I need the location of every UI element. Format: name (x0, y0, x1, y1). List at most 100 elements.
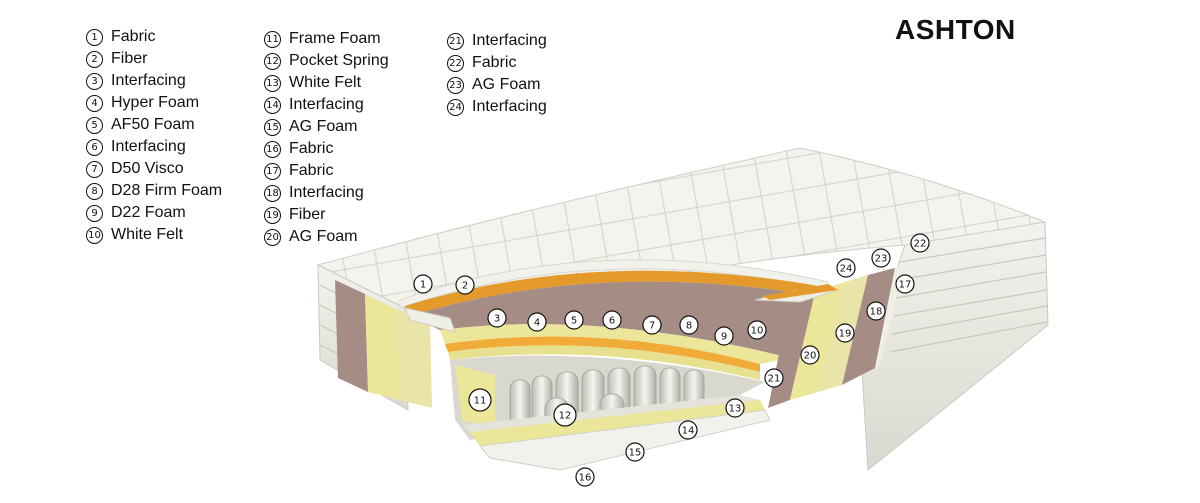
legend-label: AG Foam (289, 118, 358, 135)
callout-circle (602, 310, 622, 330)
legend-number: 2 (86, 50, 103, 68)
legend-label: D50 Visco (111, 160, 184, 177)
callout-number: 7 (649, 321, 655, 332)
callout-circle (835, 323, 855, 343)
legend-number: 10 (86, 226, 103, 244)
legend-label: Fabric (289, 162, 334, 179)
callout-circle (468, 388, 492, 412)
legend-label: Interfacing (111, 72, 186, 89)
legend-number: 12 (264, 52, 281, 70)
legend-number: 13 (264, 74, 281, 92)
legend-item: 21 Interfacing (447, 30, 547, 52)
legend-label: Interfacing (472, 32, 547, 49)
callout-number: 14 (682, 426, 695, 437)
callout-circle (895, 274, 915, 294)
legend-label: Fiber (111, 50, 148, 67)
callout-circle (625, 442, 645, 462)
legend-item: 15 AG Foam (264, 116, 389, 138)
legend-number: 23 (447, 76, 464, 94)
legend-item: 8 D28 Firm Foam (86, 180, 222, 202)
layer-firm-foam (448, 345, 760, 380)
legend-label: Interfacing (111, 138, 186, 155)
callout-circle (678, 420, 698, 440)
callout-number: 13 (729, 404, 742, 415)
callout-circle (553, 403, 577, 427)
callout-number: 9 (721, 332, 727, 343)
legend-item: 18 Interfacing (264, 182, 389, 204)
callout-number: 4 (534, 318, 540, 329)
legend-number: 17 (264, 162, 281, 180)
legend-label: Fabric (289, 140, 334, 157)
callout-circle (725, 398, 745, 418)
legend-number: 14 (264, 96, 281, 114)
legend-label: Fabric (472, 54, 517, 71)
legend-number: 18 (264, 184, 281, 202)
legend-item: 10 White Felt (86, 224, 222, 246)
legend-label: Pocket Spring (289, 52, 389, 69)
legend-number: 16 (264, 140, 281, 158)
legend-number: 9 (86, 204, 103, 222)
callout-number: 16 (579, 473, 592, 484)
legend-number: 20 (264, 228, 281, 246)
legend-number: 8 (86, 182, 103, 200)
callout-number: 8 (686, 321, 692, 332)
legend-item: 3 Interfacing (86, 70, 222, 92)
legend-item: 17 Fabric (264, 160, 389, 182)
callout-circle (413, 274, 433, 294)
callout-circle (575, 467, 595, 487)
callout-circle (642, 315, 662, 335)
legend-label: White Felt (111, 226, 184, 243)
callout-number: 24 (840, 264, 853, 275)
legend-item: 2 Fiber (86, 48, 222, 70)
callout-circle (487, 308, 507, 328)
legend-item: 23 AG Foam (447, 74, 547, 96)
callout-number: 15 (629, 448, 642, 459)
callout-number: 17 (899, 280, 912, 291)
callout-circle (836, 258, 856, 278)
callout-number: 23 (875, 254, 888, 265)
callout-circle (910, 233, 930, 253)
legend-number: 1 (86, 28, 103, 46)
callout-number: 21 (768, 374, 781, 385)
callout-number: 20 (804, 351, 817, 362)
legend-number: 5 (86, 116, 103, 134)
legend-number: 6 (86, 138, 103, 156)
callout-number: 11 (474, 396, 487, 407)
legend-number: 3 (86, 72, 103, 90)
callout-circle (714, 326, 734, 346)
callout-number: 10 (751, 326, 764, 337)
legend-number: 15 (264, 118, 281, 136)
callout-circle (871, 248, 891, 268)
callout-number: 1 (420, 280, 426, 291)
legend-label: Fiber (289, 206, 326, 223)
legend-item: 16 Fabric (264, 138, 389, 160)
callout-number: 12 (559, 411, 572, 422)
legend-item: 13 White Felt (264, 72, 389, 94)
callout-circle (747, 320, 767, 340)
legend-item: 6 Interfacing (86, 136, 222, 158)
legend-item: 14 Interfacing (264, 94, 389, 116)
legend-label: D22 Foam (111, 204, 186, 221)
callout-number: 5 (571, 316, 577, 327)
side-stitch-lines (889, 237, 1048, 353)
callout-circle (764, 368, 784, 388)
legend-label: White Felt (289, 74, 362, 91)
legend-number: 21 (447, 32, 464, 50)
callout-number: 6 (609, 316, 615, 327)
callout-circle (800, 345, 820, 365)
legend-label: Interfacing (289, 184, 364, 201)
legend-label: AG Foam (472, 76, 541, 93)
legend-label: Fabric (111, 28, 156, 45)
legend-label: D28 Firm Foam (111, 182, 223, 199)
legend-label: Interfacing (289, 96, 364, 113)
product-title: ASHTON (895, 14, 1016, 45)
